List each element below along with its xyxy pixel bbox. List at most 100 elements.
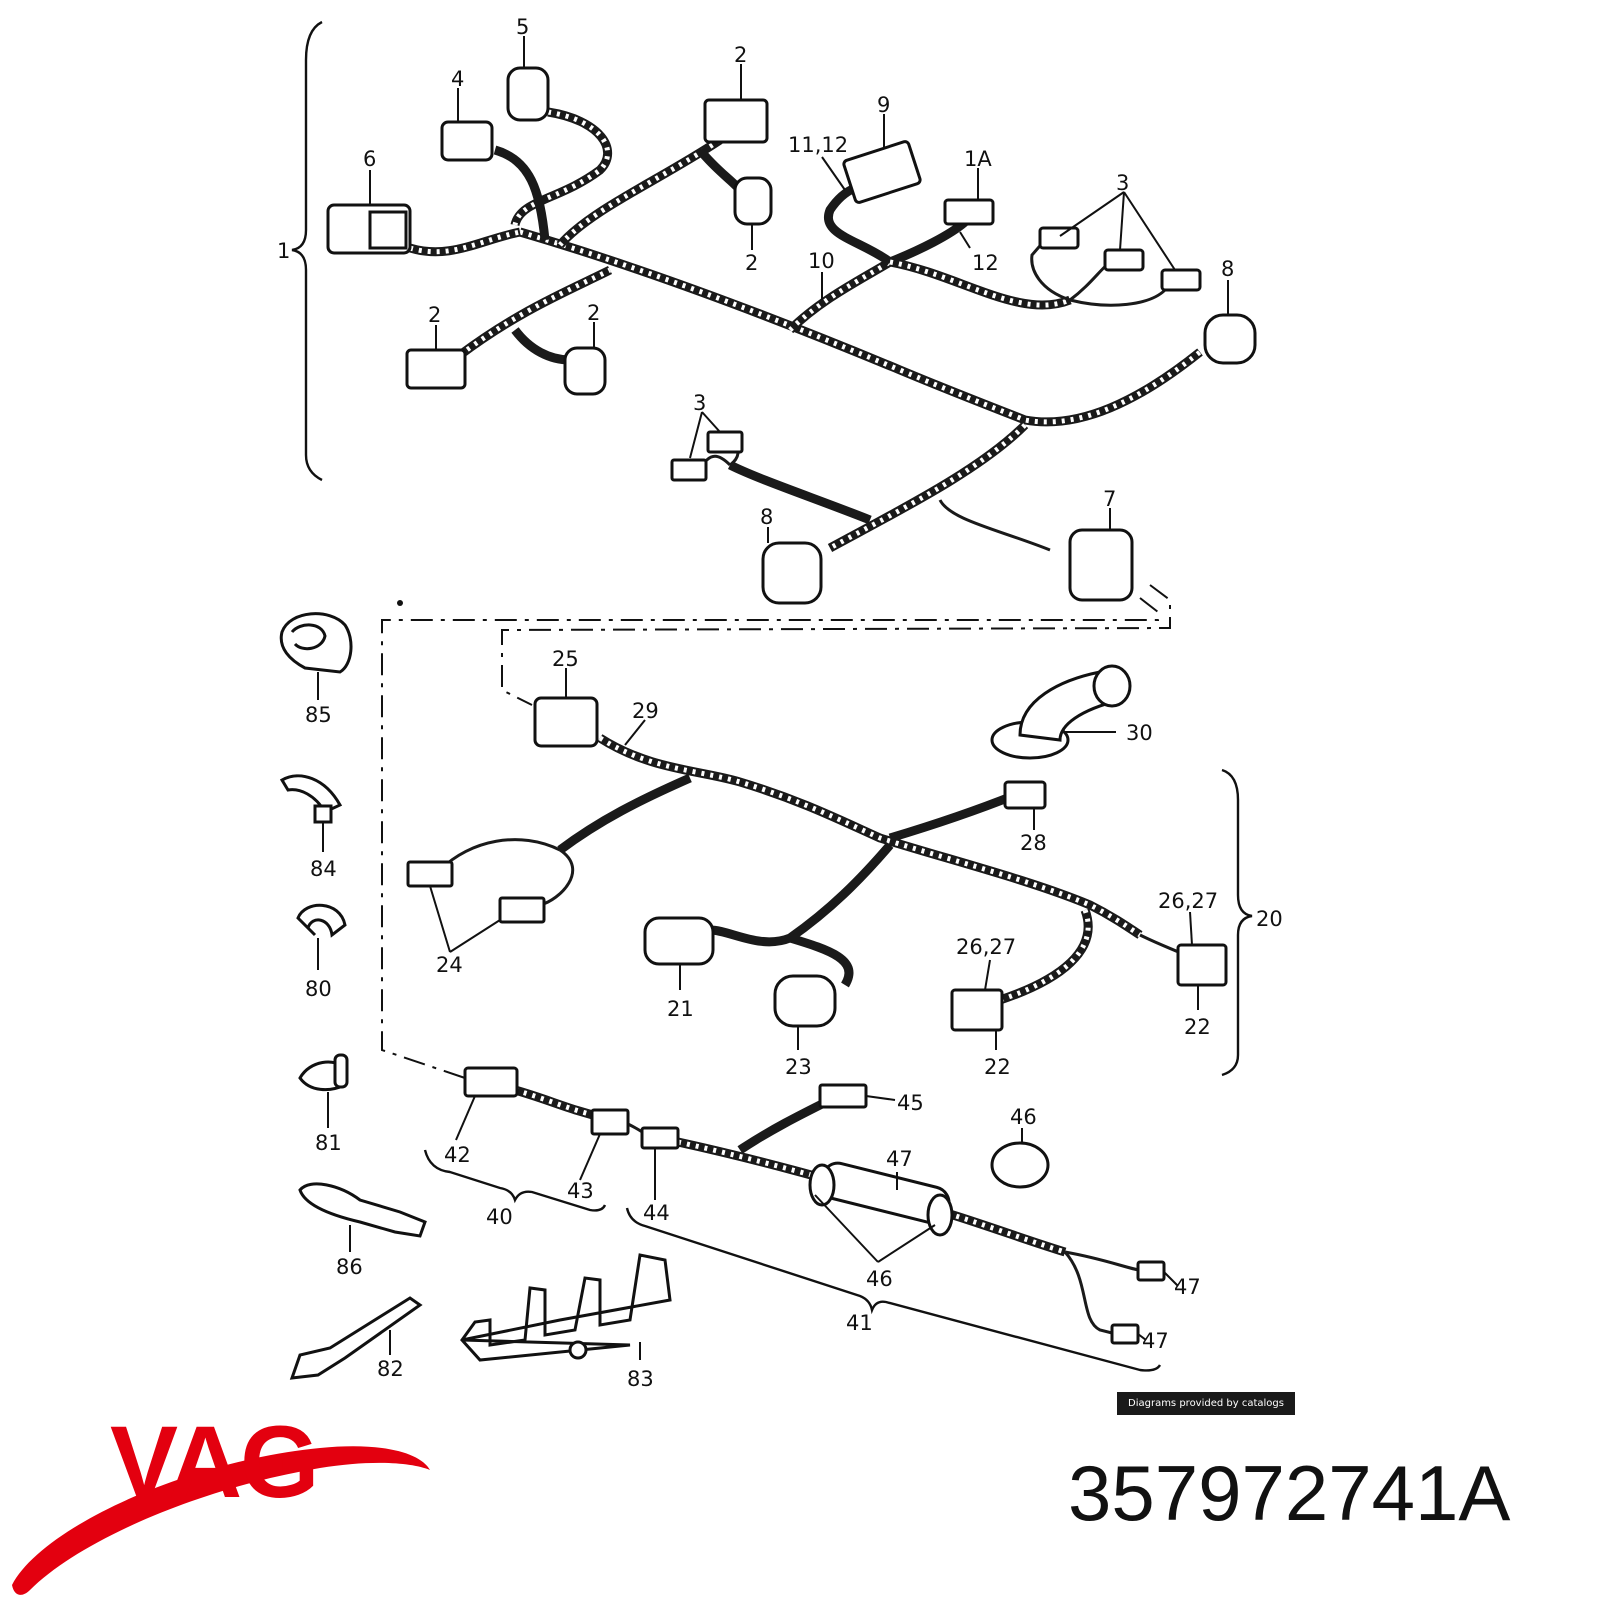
connector-24-b bbox=[498, 896, 546, 924]
connector-45 bbox=[818, 1083, 868, 1109]
cable-tie-82 bbox=[289, 1296, 423, 1380]
callout-2-top: 2 bbox=[734, 43, 747, 67]
callout-83: 83 bbox=[627, 1367, 654, 1391]
clip-parts: 85 84 80 81 86 82 83 bbox=[279, 612, 672, 1391]
upper-harness: 1 5 4 6 2 2 2 2 9 11,12 1A 12 3 8 10 3 8… bbox=[277, 15, 1257, 605]
connector-22-right bbox=[1176, 943, 1228, 987]
callout-7: 7 bbox=[1103, 487, 1116, 511]
callout-2-left: 2 bbox=[428, 303, 441, 327]
callout-6: 6 bbox=[363, 147, 376, 171]
connector-43 bbox=[590, 1108, 630, 1136]
callout-81: 81 bbox=[315, 1131, 342, 1155]
connector-3-a bbox=[1038, 226, 1080, 250]
connector-3-lower-a bbox=[706, 430, 744, 454]
connector-22-left bbox=[950, 988, 1004, 1032]
vag-swoosh bbox=[12, 1446, 430, 1595]
connector-44 bbox=[640, 1126, 680, 1150]
callout-28: 28 bbox=[1020, 831, 1047, 855]
callout-2-right: 2 bbox=[587, 301, 600, 325]
callout-11-12: 11,12 bbox=[788, 133, 848, 157]
connector-3-b bbox=[1103, 248, 1145, 272]
callout-4: 4 bbox=[451, 67, 464, 91]
callout-5: 5 bbox=[516, 15, 529, 39]
callout-47-b: 47 bbox=[1142, 1329, 1169, 1353]
callout-3-top: 3 bbox=[1116, 171, 1129, 195]
connector-25 bbox=[533, 696, 599, 748]
connector-2-round bbox=[733, 176, 773, 226]
callout-9: 9 bbox=[877, 93, 890, 117]
callout-40: 40 bbox=[486, 1205, 513, 1229]
brace-40 bbox=[423, 1149, 607, 1212]
connector-4 bbox=[440, 120, 494, 162]
callout-22-left: 22 bbox=[984, 1055, 1011, 1079]
connector-42 bbox=[463, 1066, 519, 1098]
connector-5 bbox=[506, 66, 550, 122]
callout-46-bottom: 46 bbox=[866, 1267, 893, 1291]
callout-82: 82 bbox=[377, 1357, 404, 1381]
connector-24-a bbox=[406, 860, 454, 888]
cap-46 bbox=[990, 1141, 1050, 1189]
callout-30: 30 bbox=[1126, 721, 1153, 745]
callout-41: 41 bbox=[846, 1311, 873, 1335]
clip-86 bbox=[298, 1182, 427, 1238]
connector-3-lower-b bbox=[670, 458, 708, 482]
brace-1 bbox=[291, 20, 323, 482]
clip-80 bbox=[296, 903, 347, 938]
connector-28 bbox=[1003, 780, 1047, 810]
connector-2-top bbox=[703, 98, 769, 144]
callout-8-bottom: 8 bbox=[760, 505, 773, 529]
lower-harness: 42 43 40 44 45 46 47 46 47 47 41 bbox=[423, 1066, 1201, 1372]
callout-29: 29 bbox=[632, 699, 659, 723]
callout-25: 25 bbox=[552, 647, 579, 671]
callout-84: 84 bbox=[310, 857, 337, 881]
callout-12: 12 bbox=[972, 251, 999, 275]
callout-42: 42 bbox=[444, 1143, 471, 1167]
middle-trunk bbox=[597, 734, 1143, 939]
callout-26-27-right: 26,27 bbox=[1158, 889, 1218, 913]
brace-20 bbox=[1221, 768, 1253, 1077]
holder-83 bbox=[460, 1253, 672, 1362]
middle-harness: 25 29 30 28 24 21 23 26,27 22 26,27 22 2… bbox=[406, 647, 1283, 1079]
callout-85: 85 bbox=[305, 703, 332, 727]
vag-logo: VAG bbox=[110, 1405, 319, 1519]
connector-8-top bbox=[1203, 313, 1257, 365]
callout-8-top: 8 bbox=[1221, 257, 1234, 281]
callout-22-right: 22 bbox=[1184, 1015, 1211, 1039]
connector-8-bottom bbox=[761, 541, 823, 605]
callout-47: 47 bbox=[886, 1147, 913, 1171]
callout-2-round: 2 bbox=[745, 251, 758, 275]
connector-3-c bbox=[1160, 268, 1202, 292]
dashed-frame bbox=[501, 584, 1171, 706]
grommet-46-left bbox=[808, 1163, 836, 1207]
callout-23: 23 bbox=[785, 1055, 812, 1079]
connector-7 bbox=[1068, 528, 1134, 602]
callout-21: 21 bbox=[667, 997, 694, 1021]
connector-21 bbox=[643, 916, 715, 966]
brace-41 bbox=[625, 1207, 1162, 1372]
grommet-46-right bbox=[926, 1193, 954, 1237]
connector-2-right bbox=[563, 346, 607, 396]
callout-44: 44 bbox=[643, 1201, 670, 1225]
callout-86: 86 bbox=[336, 1255, 363, 1279]
connector-47-b bbox=[1110, 1323, 1140, 1345]
callout-1: 1 bbox=[277, 239, 290, 263]
connector-2-left bbox=[405, 348, 467, 390]
credit-badge: Diagrams provided by catalogs parts bbox=[1117, 1392, 1295, 1432]
callout-45: 45 bbox=[897, 1091, 924, 1115]
connector-1A bbox=[943, 198, 995, 226]
callout-24: 24 bbox=[436, 953, 463, 977]
callout-3-lower: 3 bbox=[693, 391, 706, 415]
callout-46-top: 46 bbox=[1010, 1105, 1037, 1129]
callout-10: 10 bbox=[808, 249, 835, 273]
callout-1A: 1A bbox=[964, 147, 992, 171]
callout-20: 20 bbox=[1256, 907, 1283, 931]
main-trunk bbox=[518, 227, 1203, 427]
connector-47-a bbox=[1136, 1260, 1166, 1282]
connector-6-inner bbox=[368, 210, 408, 250]
callout-47-a: 47 bbox=[1174, 1275, 1201, 1299]
connector-23 bbox=[773, 974, 837, 1028]
callout-26-27-left: 26,27 bbox=[956, 935, 1016, 959]
connector-9 bbox=[842, 140, 922, 204]
part-number: 357972741A bbox=[1068, 1449, 1511, 1537]
